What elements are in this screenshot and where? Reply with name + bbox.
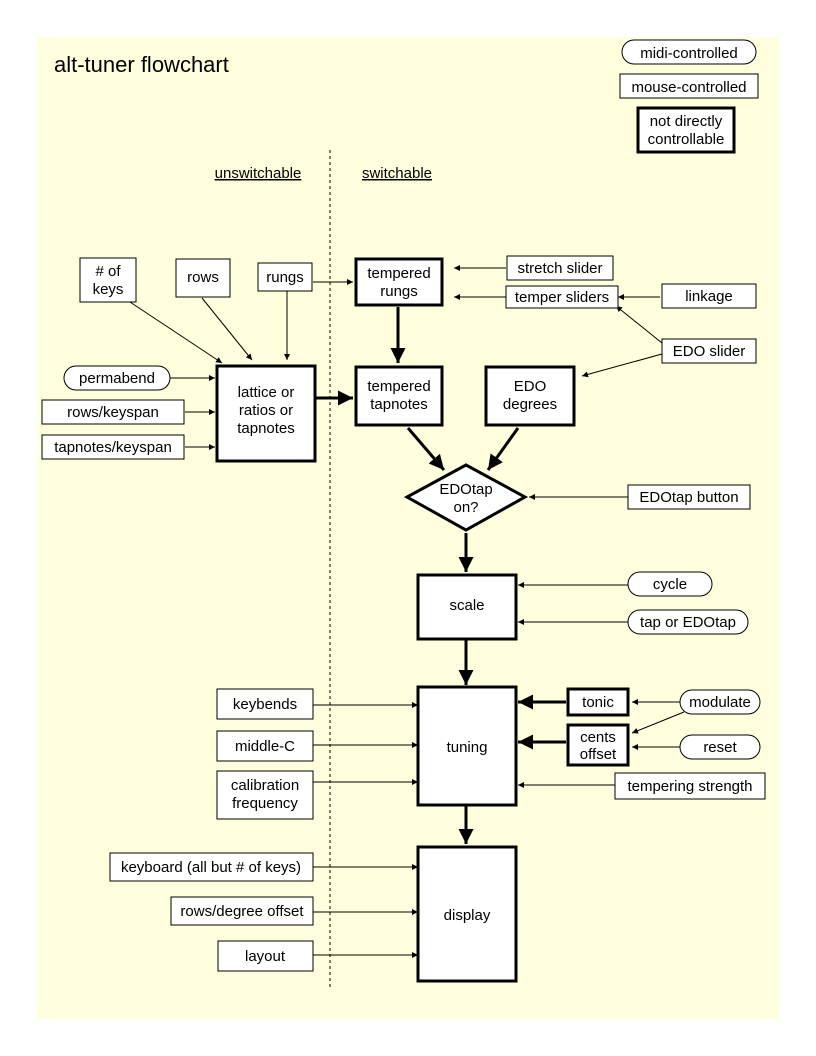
legend-midi-pill: [621, 39, 757, 65]
node-cents-offset-line2: offset: [580, 746, 617, 763]
arrow-degrees-diamond: [486, 427, 520, 471]
legend-not-direct-box: [636, 106, 736, 154]
section-switchable: switchable: [362, 165, 432, 182]
node-linkage: [661, 283, 757, 309]
node-scale: [416, 573, 518, 641]
node-layout: [217, 940, 314, 972]
node-edotap-decision: [403, 463, 529, 532]
node-tonic: [566, 687, 630, 717]
section-unswitchable: unswitchable: [215, 165, 302, 182]
node-modulate-label: modulate: [689, 694, 751, 711]
node-rows: [175, 258, 231, 298]
arrow-modulate-cents: [631, 711, 685, 734]
node-keybends-label: keybends: [233, 696, 297, 713]
node-rows-degree-offset: [170, 896, 314, 926]
node-tempered-rungs: [354, 257, 444, 307]
node-reset: [679, 734, 761, 760]
legend-not-direct-line2: controllable: [648, 131, 725, 148]
node-linkage-label: linkage: [685, 288, 733, 305]
arrow-edo-temper: [615, 305, 663, 344]
node-num-keys: [79, 257, 137, 303]
node-keyboard: [109, 852, 314, 882]
node-edo-slider-label: EDO slider: [673, 343, 746, 360]
node-num-keys-line1: # of: [95, 263, 121, 280]
node-rows-degree-offset-label: rows/degree offset: [180, 903, 304, 920]
node-edo-slider: [661, 338, 757, 364]
node-tuning-label: tuning: [447, 739, 488, 756]
node-tempered-tapnotes-line2: tapnotes: [370, 396, 428, 413]
node-cycle-label: cycle: [653, 576, 687, 593]
legend-midi-label: midi-controlled: [640, 45, 738, 62]
node-middle-c-label: middle-C: [235, 738, 295, 755]
node-tap-or-edotap-label: tap or EDOtap: [640, 614, 736, 631]
arrow-keys-lattice: [129, 301, 223, 364]
node-modulate: [679, 689, 761, 715]
node-num-keys-line2: keys: [93, 281, 124, 298]
node-lattice-line1: lattice or: [238, 384, 295, 401]
node-rows-keyspan-label: rows/keyspan: [67, 404, 159, 421]
node-display: [416, 845, 518, 983]
node-tempered-rungs-line1: tempered: [367, 265, 430, 282]
node-edotap-button-label: EDOtap button: [639, 489, 738, 506]
node-stretch-slider-label: stretch slider: [517, 260, 602, 277]
node-tapnotes-keyspan: [41, 434, 185, 460]
node-temper-sliders-label: temper sliders: [515, 289, 609, 306]
node-tempering-strength: [614, 772, 766, 800]
node-tempering-strength-label: tempering strength: [627, 778, 752, 795]
node-permabend-label: permabend: [79, 370, 155, 387]
legend-mouse-label: mouse-controlled: [631, 79, 746, 96]
node-keyboard-label: keyboard (all but # of keys): [121, 859, 301, 876]
connectors: [129, 265, 685, 958]
arrow-rows-lattice: [201, 297, 253, 361]
node-calibration-line1: calibration: [231, 777, 299, 794]
node-temper-sliders: [505, 285, 619, 309]
node-reset-label: reset: [703, 739, 737, 756]
node-keybends: [216, 688, 314, 720]
node-cycle: [627, 571, 713, 597]
node-calibration: [216, 770, 314, 820]
node-edotap-decision-line2: on?: [453, 499, 478, 516]
chart-title: alt-tuner flowchart: [54, 52, 229, 77]
node-rows-label: rows: [187, 269, 219, 286]
node-permabend: [63, 365, 171, 391]
node-scale-label: scale: [449, 597, 484, 614]
node-tempered-tapnotes-line1: tempered: [367, 378, 430, 395]
node-edo-degrees: [484, 365, 576, 427]
legend-not-direct-line1: not directly: [650, 113, 723, 130]
node-tempered-tapnotes: [354, 365, 444, 427]
arrow-tapnotes-diamond: [406, 427, 446, 471]
node-tempered-rungs-line2: rungs: [380, 283, 418, 300]
node-lattice-line3: tapnotes: [237, 420, 295, 437]
arrow-edo-degrees: [581, 353, 663, 378]
node-stretch-slider: [506, 255, 614, 281]
node-cents-offset-line1: cents: [580, 729, 616, 746]
node-edo-degrees-line1: EDO: [514, 378, 547, 395]
node-tuning: [416, 685, 518, 807]
node-rows-keyspan: [41, 399, 185, 425]
legend-mouse-box: [619, 73, 759, 99]
node-rungs: [257, 262, 313, 292]
node-edotap-button: [627, 484, 751, 510]
node-tapnotes-keyspan-label: tapnotes/keyspan: [54, 439, 172, 456]
node-middle-c: [216, 730, 314, 762]
node-rungs-label: rungs: [266, 269, 304, 286]
node-edo-degrees-line2: degrees: [503, 396, 557, 413]
node-calibration-line2: frequency: [232, 795, 298, 812]
node-display-label: display: [444, 907, 491, 924]
node-tap-or-edotap: [627, 609, 749, 635]
node-lattice-line2: ratios or: [239, 402, 293, 419]
node-cents-offset: [566, 723, 630, 767]
node-edotap-decision-line1: EDOtap: [439, 481, 492, 498]
node-lattice: [215, 364, 317, 463]
node-layout-label: layout: [245, 948, 286, 965]
node-tonic-label: tonic: [582, 694, 614, 711]
